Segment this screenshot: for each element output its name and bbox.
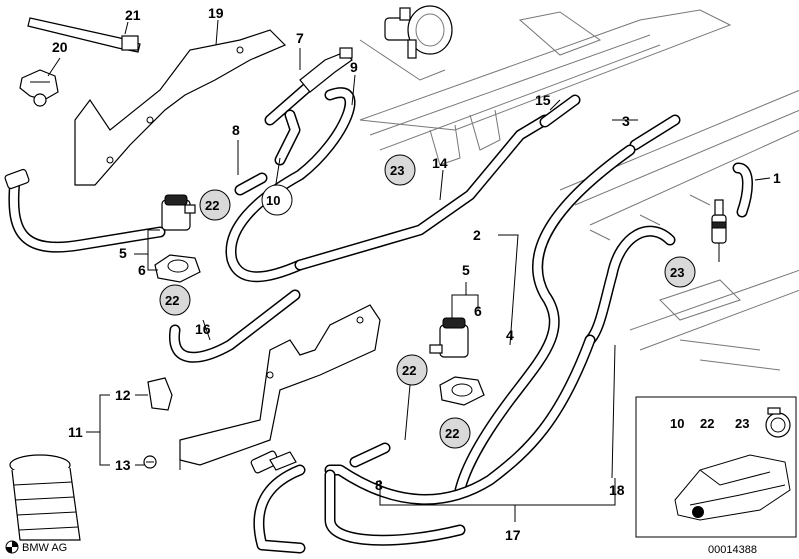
callout-23-upper: 23: [390, 163, 404, 178]
label-9: 9: [350, 59, 358, 75]
footer: BMW AG 00014388: [5, 540, 757, 556]
hose-8-upper: [234, 109, 301, 196]
diagram-number: 00014388: [708, 544, 757, 556]
hose-3: [629, 114, 681, 151]
callout-22-left: 22: [165, 293, 179, 308]
part-labels: 21 19 20 7 9 8 15 3 1 14 2 5 6 5 6 16 4 …: [52, 5, 781, 543]
clip-12: [147, 377, 173, 411]
label-5-upper: 5: [119, 245, 127, 261]
inset-label-10: 10: [670, 416, 684, 431]
hose-8-lower: [349, 442, 391, 468]
label-7: 7: [296, 30, 304, 46]
hose-9: [225, 87, 356, 283]
fuel-rail-assembly: [359, 9, 799, 371]
inset-label-22: 22: [700, 416, 714, 431]
label-19: 19: [208, 5, 224, 21]
label-6-upper: 6: [138, 262, 146, 278]
label-18: 18: [609, 482, 625, 498]
fuel-injector-icon: [711, 199, 727, 262]
label-13: 13: [115, 457, 131, 473]
t-piece-7: [264, 47, 353, 126]
washer-pump-upper: [154, 194, 201, 283]
brand-text: BMW AG: [22, 542, 67, 554]
label-8-lower: 8: [375, 477, 383, 493]
label-4: 4: [506, 327, 514, 343]
label-16: 16: [195, 321, 211, 337]
label-20: 20: [52, 39, 68, 55]
label-15: 15: [535, 92, 551, 108]
callout-22-mid: 22: [402, 363, 416, 378]
label-2: 2: [473, 227, 481, 243]
hose-4-18: [324, 334, 596, 505]
clip-13: [143, 455, 157, 469]
label-5-lower: 5: [462, 262, 470, 278]
hose-14: [294, 114, 551, 271]
cable-tie-icon: [27, 17, 141, 53]
bracket-19: [74, 29, 287, 186]
label-14: 14: [432, 155, 448, 171]
hose-16: [169, 289, 301, 363]
label-6-lower: 6: [474, 303, 482, 319]
connector-bottom: [250, 450, 297, 474]
hose-clamp-icon: [765, 407, 791, 438]
label-11: 11: [68, 424, 83, 440]
corrugated-hose: [9, 454, 81, 541]
hose-15: [539, 94, 581, 128]
clip-icon: [19, 69, 59, 107]
hose-elbow-right: [584, 225, 676, 346]
brake-booster-icon: [359, 5, 453, 81]
callout-22-upper-left: 22: [205, 198, 219, 213]
callout-23-right: 23: [670, 265, 684, 280]
label-12: 12: [115, 387, 131, 403]
hose-17: [253, 464, 466, 554]
inset-label-23: 23: [735, 416, 749, 431]
label-1: 1: [773, 170, 781, 186]
hose-left: [4, 168, 166, 253]
leader-lines: [47, 19, 771, 522]
washer-pump-lower: [429, 317, 485, 406]
inset-legend: 10 22 23: [635, 396, 797, 538]
label-21: 21: [125, 7, 141, 23]
label-10: 10: [266, 193, 280, 208]
label-17: 17: [505, 527, 521, 543]
label-8-upper: 8: [232, 122, 240, 138]
callout-22-lower: 22: [445, 426, 459, 441]
circle-callouts: 22 10 23 22 22 22 23: [159, 154, 696, 449]
label-3: 3: [622, 113, 630, 129]
hose-1: [732, 162, 753, 218]
hose-2: [454, 144, 636, 496]
bracket-11: [179, 304, 381, 470]
car-silhouette-icon: [674, 454, 791, 521]
